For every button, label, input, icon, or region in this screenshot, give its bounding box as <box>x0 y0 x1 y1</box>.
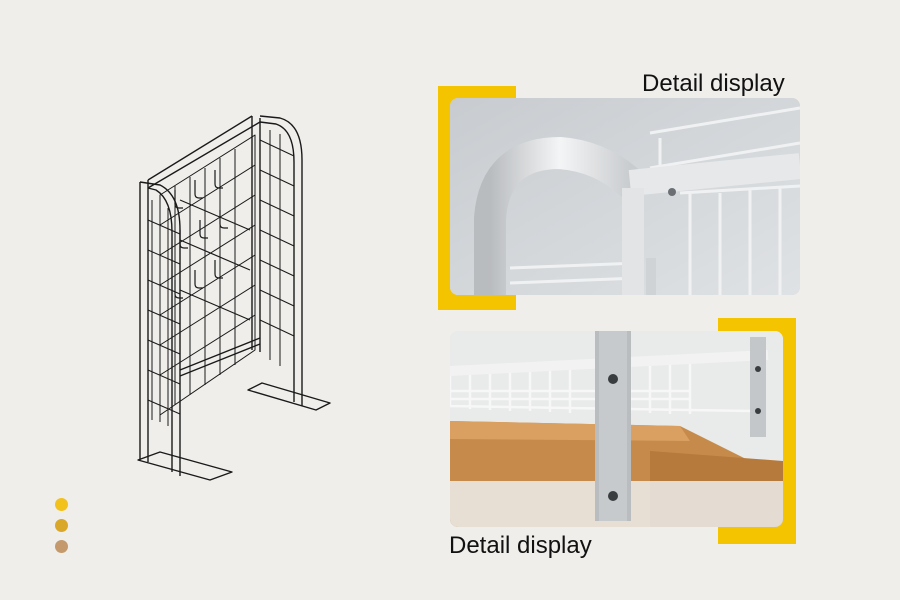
decorative-dot-1 <box>55 498 68 511</box>
decorative-dot-3 <box>55 540 68 553</box>
decorative-dot-2 <box>55 519 68 532</box>
rear-base-plate <box>247 382 331 411</box>
detail-photo-top <box>450 98 800 295</box>
product-line-drawing <box>120 100 350 500</box>
caption-top: Detail display <box>642 70 785 97</box>
front-base-plate <box>137 451 233 481</box>
detail-photo-bottom <box>450 331 783 527</box>
caption-bottom: Detail display <box>449 532 592 559</box>
